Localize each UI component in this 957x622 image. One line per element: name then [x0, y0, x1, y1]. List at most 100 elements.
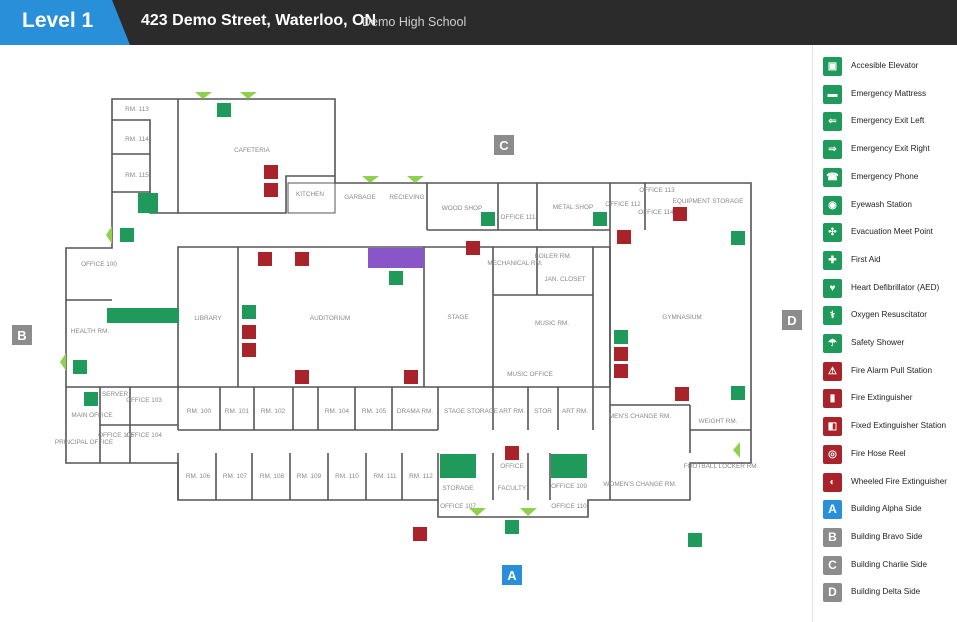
exit-icon[interactable]: [217, 103, 231, 117]
room-kitchen: KITCHEN: [296, 191, 324, 198]
room-office112: OFFICE 112: [605, 201, 641, 208]
exit-icon[interactable]: [505, 520, 519, 534]
side-a-marker[interactable]: [502, 565, 522, 585]
room-office113: OFFICE 113: [639, 187, 675, 194]
exit-arrow-icon: [407, 176, 424, 183]
legend-item[interactable]: ☂Safety Shower: [823, 334, 957, 354]
eyewash-icon[interactable]: [593, 212, 607, 226]
green-safety-icons: [73, 103, 745, 547]
room-gymnasium: GYMNASIUM: [662, 314, 701, 321]
room-auditorium: AUDITORIUM: [310, 315, 350, 322]
extinguisher-icon[interactable]: [295, 370, 309, 384]
side-a-icon: A: [823, 500, 842, 520]
room-stor: STOR: [534, 408, 552, 415]
exit-icon[interactable]: [120, 228, 134, 242]
legend-item[interactable]: ✚First Aid: [823, 250, 957, 271]
room-metal-shop: METAL SHOP: [553, 204, 593, 211]
exit-icon[interactable]: [73, 360, 87, 374]
wheeled-extinguisher-icon[interactable]: [404, 370, 418, 384]
legend-label: Emergency Exit Right: [851, 144, 930, 154]
side-c-icon: C: [823, 555, 842, 575]
side-d-marker[interactable]: [782, 310, 802, 330]
room-office114: OFFICE 114: [638, 209, 674, 216]
first-aid-icon[interactable]: [242, 305, 256, 319]
legend-item[interactable]: ▮Fire Extinguisher: [823, 389, 957, 409]
side-b-marker[interactable]: [12, 325, 32, 345]
elevator-icon: ▣: [823, 57, 842, 76]
legend-item[interactable]: ☎Emergency Phone: [823, 167, 957, 188]
extinguisher-icon: ▮: [823, 389, 842, 409]
room-faculty: FACULTY: [498, 485, 527, 492]
eyewash-icon[interactable]: [481, 212, 495, 226]
exit-icon[interactable]: [731, 231, 745, 245]
legend-item[interactable]: ◐Wheeled Fire Extinguisher: [823, 472, 957, 493]
fire-alarm-icon[interactable]: [505, 446, 519, 460]
mattress-storage-marker: [440, 454, 476, 478]
room-boiler: BOILER RM.: [535, 253, 572, 260]
legend-item[interactable]: ◉Eyewash Station: [823, 195, 957, 216]
room-office104: OFFICE 104: [126, 432, 162, 439]
room-rm109: RM. 109: [297, 473, 322, 480]
room-rm105: RM. 105: [362, 408, 387, 415]
fire-alarm-icon[interactable]: [258, 252, 272, 266]
extinguisher-icon[interactable]: [614, 347, 628, 361]
extinguisher-icon[interactable]: [264, 183, 278, 197]
first-aid-station-strip[interactable]: [107, 308, 179, 323]
exit-arrow-icon: [106, 226, 112, 244]
school-name: Demo High School: [362, 15, 467, 29]
legend-item[interactable]: ⚠Fire Alarm Pull Station: [823, 361, 957, 382]
legend-item[interactable]: ✣Evacuation Meet Point: [823, 223, 957, 243]
phone-icon[interactable]: [84, 392, 98, 406]
mattress-west-marker: [138, 193, 158, 213]
extinguisher-icon[interactable]: [675, 387, 689, 401]
legend-label: Emergency Mattress: [851, 88, 927, 98]
level-tab[interactable]: Level 1: [0, 0, 130, 45]
aed-icon: ♥: [823, 278, 842, 298]
legend-item[interactable]: ◧Fixed Extinguisher Station: [823, 417, 957, 437]
fire-alarm-icon[interactable]: [264, 165, 278, 179]
legend-item[interactable]: ⇐ Emergency Exit Left: [823, 112, 957, 132]
legend-item[interactable]: ◎Fire Hose Reel: [823, 444, 957, 465]
legend-item[interactable]: ▬ Emergency Mattress: [823, 84, 957, 105]
legend-panel: ▣ Accesible Elevator ▬ Emergency Mattress ⇐ E…: [812, 45, 957, 622]
exit-arrows: [60, 92, 740, 516]
legend-item[interactable]: ⚕Oxygen Resuscitator: [823, 306, 957, 326]
hose-reel-icon[interactable]: [242, 325, 256, 339]
extinguisher-icon[interactable]: [295, 252, 309, 266]
hose-reel-icon[interactable]: [466, 241, 480, 255]
extinguisher-icon[interactable]: [617, 230, 631, 244]
elevator-icon[interactable]: [389, 271, 403, 285]
room-music-office: MUSIC OFFICE: [507, 371, 553, 378]
room-rm101: RM. 101: [225, 408, 250, 415]
legend-item[interactable]: ⇒Emergency Exit Right: [823, 140, 957, 160]
legend-item[interactable]: ▣ Accesible Elevator: [823, 57, 957, 77]
shower-icon: ☂: [823, 334, 842, 353]
room-rm106: RM. 106: [186, 473, 211, 480]
legend-label: Building Alpha Side: [851, 504, 922, 514]
legend-label: Building Delta Side: [851, 587, 921, 597]
side-c-marker[interactable]: [494, 135, 514, 155]
legend-label: Emergency Exit Left: [851, 116, 925, 126]
legend-label: Heart Defibrillator (AED): [851, 282, 940, 292]
mattress-icon: ▬: [823, 84, 842, 104]
red-fire-icons: [242, 165, 689, 541]
fire-alarm-icon[interactable]: [614, 364, 628, 378]
first-aid-icon[interactable]: [614, 330, 628, 344]
legend-label: Accesible Elevator: [851, 61, 919, 70]
legend-item[interactable]: A Building Alpha Side: [823, 500, 957, 520]
exit-left-icon: ⇐: [823, 112, 842, 132]
fixed-extinguisher-icon[interactable]: [413, 527, 427, 541]
meet-point-icon[interactable]: [688, 533, 702, 547]
room-equipment-storage: EQUIPMENT STORAGE: [673, 198, 744, 205]
exit-arrow-icon: [469, 508, 486, 516]
room-mens-change: MEN'S CHANGE RM.: [609, 413, 672, 420]
legend-item[interactable]: ♥ Heart Defibrillator (AED): [823, 278, 957, 299]
wheeled-extinguisher-icon[interactable]: [673, 207, 687, 221]
side-markers: C B D A: [12, 135, 802, 585]
exit-icon[interactable]: [731, 386, 745, 400]
room-stage-storage: STAGE STORAGE: [444, 408, 498, 415]
fire-alarm-icon[interactable]: [242, 343, 256, 357]
